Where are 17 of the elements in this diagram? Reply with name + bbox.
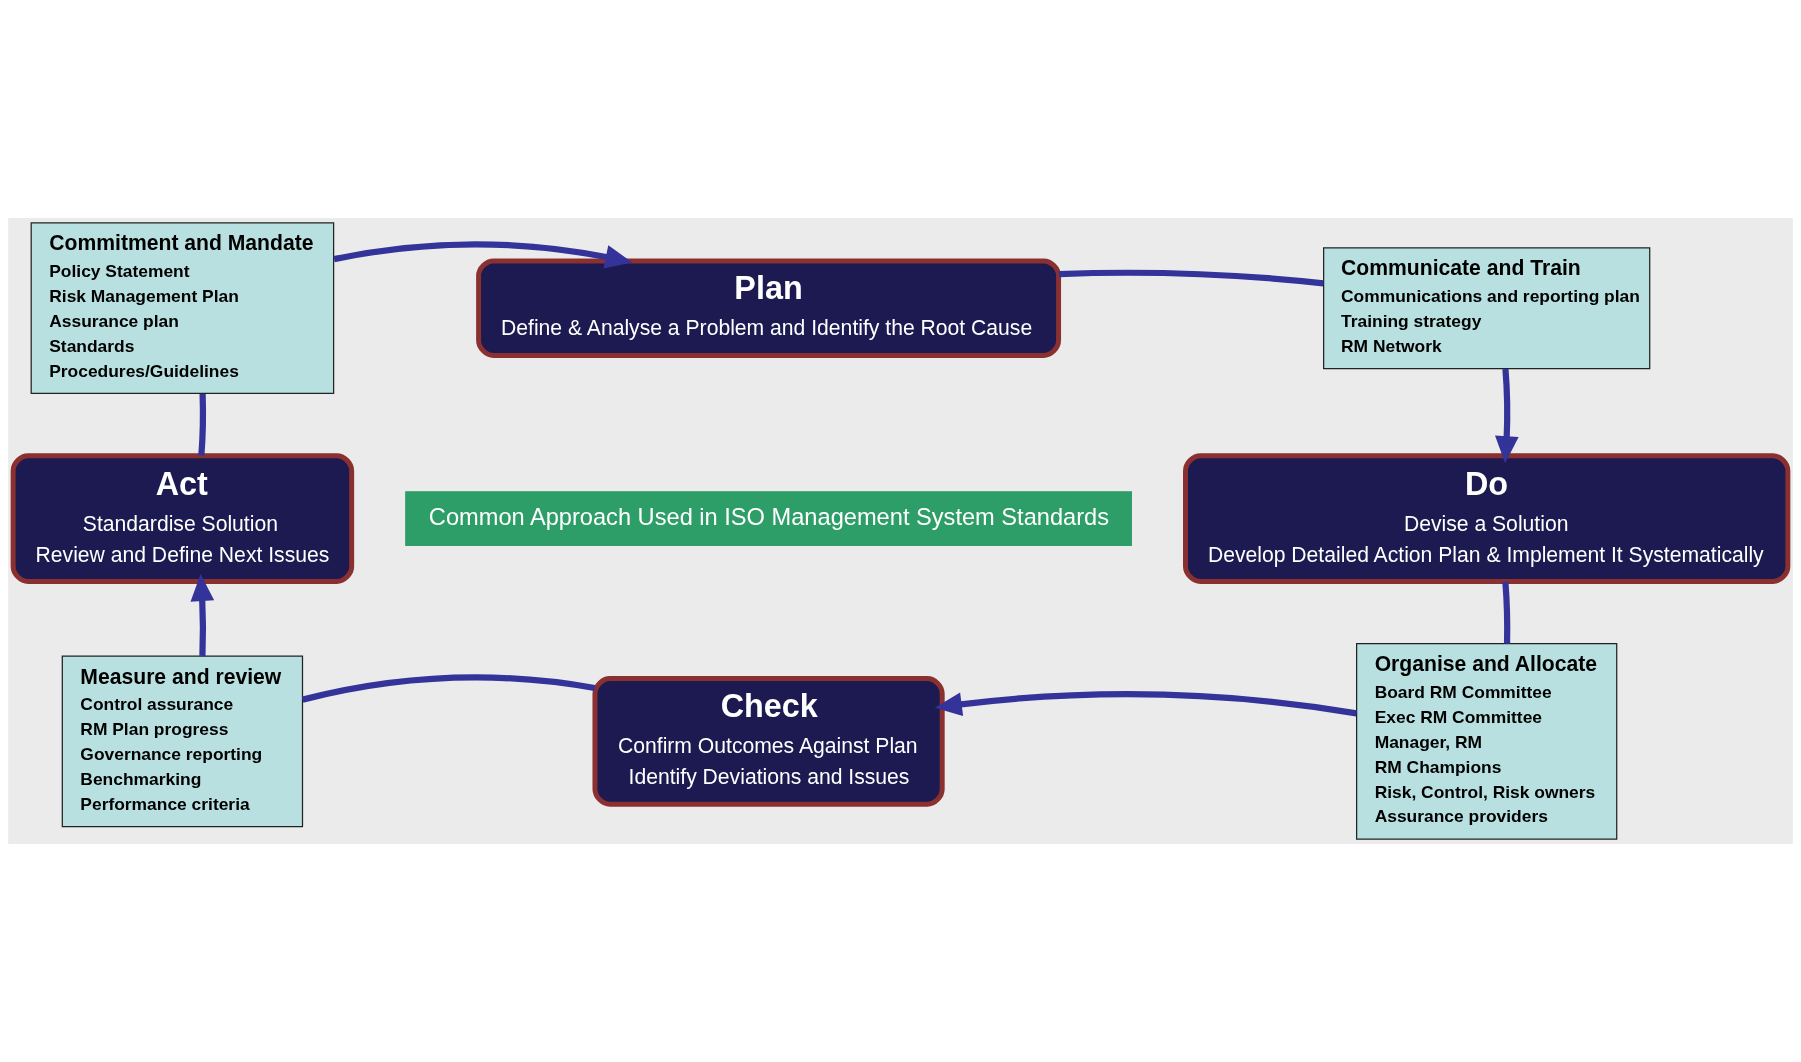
node-box: Commitment and Mandate Policy Statement Risk Management Plan Assurance plan Standards Procedures/Guidelines [30, 222, 335, 395]
node-box: Measure and review Control assurance RM Plan progress Governance reporting Benchmarking Performance criteria [61, 655, 304, 828]
arrow [190, 574, 215, 657]
node-box: Act Standardise Solution Review and Define Next Issues [10, 453, 355, 584]
arrow [934, 691, 1357, 717]
connector [301, 674, 596, 703]
node-box: Common Approach Used in ISO Management System Standards [405, 491, 1132, 546]
node-box: Plan Define & Analyse a Problem and Identify the Root Cause [476, 258, 1062, 358]
connector [198, 393, 207, 456]
node-box: Communicate and Train Communications and reporting plan Training strategy RM Network [1323, 247, 1651, 370]
connector [1058, 269, 1324, 287]
node-box: Do Devise a Solution Develop Detailed Action Plan & Implement It Systematically [1183, 453, 1791, 584]
arrow [1495, 368, 1519, 464]
node-box: Check Confirm Outcomes Against Plan Identify Deviations and Issues [592, 676, 945, 807]
arrow [333, 241, 633, 269]
node-box: Organise and Allocate Board RM Committee Exec RM Committee Manager, RM RM Champions Risk, Control, Risk owners Assurance providers [1356, 643, 1618, 840]
connector [1502, 581, 1511, 644]
